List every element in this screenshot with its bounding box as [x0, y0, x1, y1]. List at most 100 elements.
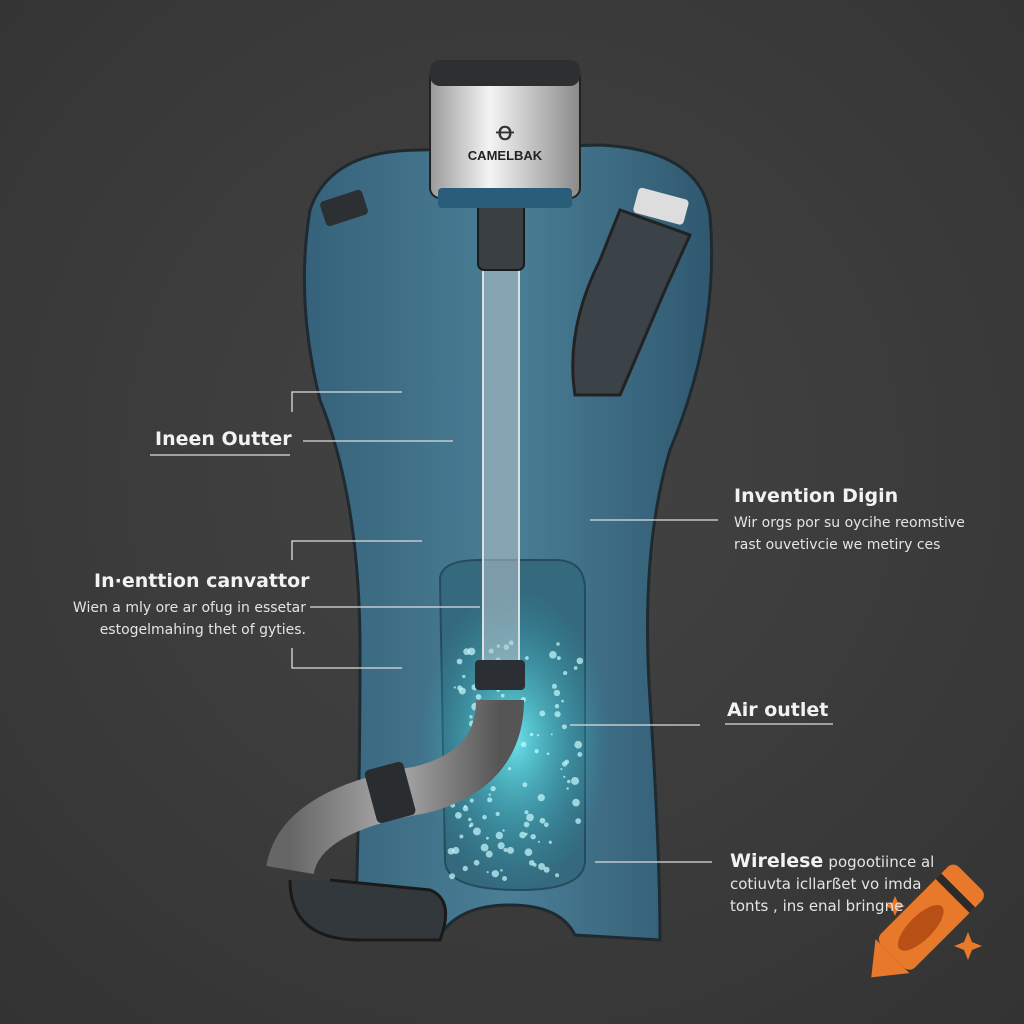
bubble	[462, 675, 465, 678]
bubble	[547, 752, 550, 755]
bubble	[544, 822, 549, 827]
bubble	[530, 733, 533, 736]
bubble	[476, 694, 482, 700]
bubble	[563, 776, 565, 778]
bubble	[482, 815, 487, 820]
bubble	[538, 841, 540, 843]
bubble	[502, 829, 504, 831]
bubble	[571, 777, 579, 785]
bubble	[572, 799, 580, 807]
bubble	[556, 642, 560, 646]
bubble	[524, 810, 528, 814]
bubble	[575, 818, 581, 824]
cap-top	[430, 60, 580, 86]
drink-tube	[483, 265, 519, 675]
cap-logo: CAMELBAK	[468, 148, 543, 163]
bubble	[449, 873, 455, 879]
callout-description: Wien a mly ore ar ofug in essetar estoge…	[73, 597, 306, 641]
bubble	[463, 648, 470, 655]
bubble	[525, 656, 529, 660]
bubble	[469, 825, 472, 828]
bubble	[525, 833, 528, 836]
callout-description: Wir orgs por su oycihe reomstive rast ou…	[734, 512, 965, 556]
bubble	[468, 818, 472, 822]
bubble	[486, 851, 493, 858]
bubble	[508, 767, 511, 770]
bubble	[557, 656, 561, 660]
bubble	[577, 658, 584, 665]
bubble	[538, 794, 545, 801]
desc-line: estogelmahing thet of gyties.	[73, 619, 306, 641]
bubble	[525, 848, 533, 856]
bubble	[555, 704, 559, 708]
bubble	[469, 715, 472, 718]
bubble	[474, 860, 480, 866]
desc-inline: pogootiince al	[828, 853, 934, 871]
bubble	[567, 780, 571, 784]
bubble	[459, 835, 463, 839]
bubble	[535, 749, 539, 753]
bubble	[555, 873, 559, 877]
bubble	[549, 651, 557, 659]
bubble	[529, 860, 535, 866]
callout-title: Invention Digin	[734, 485, 898, 507]
bubble	[551, 733, 553, 735]
bubble	[492, 870, 499, 877]
bubble	[531, 834, 536, 839]
bubble	[500, 869, 503, 872]
desc-line: cotiuvta icllarßet vo imda	[730, 873, 934, 895]
bubble	[540, 818, 546, 824]
bubble	[473, 827, 481, 835]
bubble	[463, 866, 468, 871]
bubble	[566, 787, 569, 790]
bubble	[498, 842, 505, 849]
callout-wireless: Wirelese pogootiince al cotiuvta icllarß…	[730, 850, 934, 917]
bubble	[501, 694, 505, 698]
callout-title: In·enttion canvattor	[94, 570, 310, 592]
desc-line: tonts , ins enal bringne	[730, 895, 934, 917]
bubble	[487, 871, 489, 873]
bubble	[577, 752, 582, 757]
cap-emblem-icon: ꝋ	[496, 117, 515, 147]
bubble	[552, 684, 557, 689]
bubble	[554, 690, 560, 696]
desc-line: Wir orgs por su oycihe reomstive	[734, 512, 965, 534]
bubble	[526, 814, 534, 822]
cap-base	[438, 188, 572, 208]
bubble	[454, 686, 456, 688]
callout-title: Ineen Outter	[155, 428, 292, 450]
sparkle-icon	[954, 932, 982, 960]
bubble	[457, 685, 462, 690]
bubble	[502, 876, 507, 881]
bubble	[507, 847, 514, 854]
bubble	[537, 734, 539, 736]
bubble	[487, 797, 492, 802]
desc-line: Wien a mly ore ar ofug in essetar	[73, 597, 306, 619]
bubble	[489, 793, 491, 795]
tube-lower-connector	[475, 660, 525, 690]
bubble	[562, 761, 567, 766]
bubble	[470, 799, 474, 803]
bubble	[522, 782, 527, 787]
callout-title: Air outlet	[727, 699, 828, 721]
bubble	[452, 847, 459, 854]
hose-elbow	[290, 880, 446, 940]
bubble	[524, 822, 530, 828]
bubble	[486, 837, 489, 840]
bubble	[496, 812, 500, 816]
bubble	[491, 786, 496, 791]
bubble	[455, 812, 462, 819]
bubble	[457, 659, 463, 665]
bubble	[574, 741, 582, 749]
bubble	[562, 724, 567, 729]
callout-title: Wirelese	[730, 850, 823, 872]
bubble	[539, 710, 545, 716]
bubble	[496, 832, 503, 839]
bubble	[519, 832, 526, 839]
bubble	[481, 844, 489, 852]
bubble	[503, 848, 507, 852]
bubble	[563, 671, 567, 675]
bubble	[560, 768, 562, 770]
bubble	[464, 805, 467, 808]
